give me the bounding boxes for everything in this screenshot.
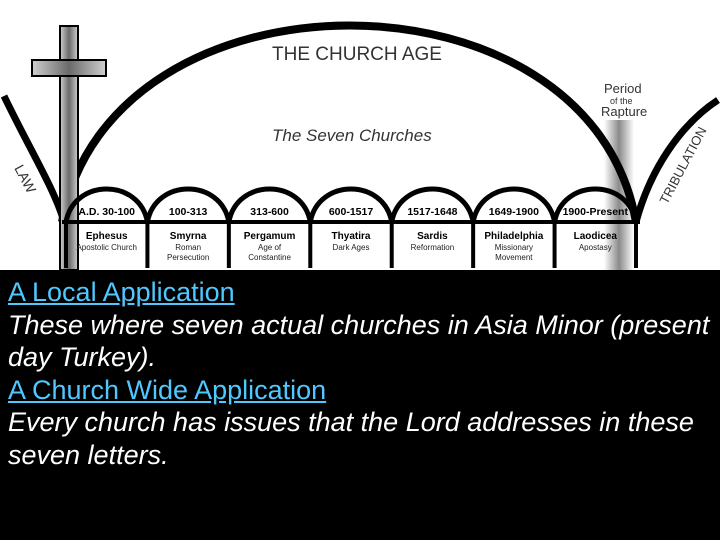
church-name: Pergamum — [244, 231, 296, 242]
church-description: Movement — [495, 253, 533, 262]
law-arc — [0, 94, 68, 223]
small-arch-1 — [63, 186, 150, 223]
diagram-title: THE CHURCH AGE — [272, 44, 442, 65]
church-description: Age of — [258, 243, 282, 252]
church-date: 313-600 — [250, 206, 289, 218]
church-name: Ephesus — [86, 231, 128, 242]
heading-local-application[interactable]: A Local Application — [8, 277, 235, 307]
tribulation-label: TRIBULATION — [656, 124, 709, 206]
rapture-line2: of the — [610, 96, 633, 106]
church-description: Missionary — [495, 243, 533, 252]
church-description: Roman — [175, 243, 201, 252]
text-block: A Local Application These where seven ac… — [8, 276, 714, 471]
tribulation-arc — [632, 97, 720, 223]
church-name: Sardis — [417, 231, 448, 242]
small-arch-7 — [552, 186, 639, 223]
body-local-application: These where seven actual churches in Asi… — [8, 309, 710, 373]
rapture-line1: Period — [604, 81, 642, 96]
church-description: Apostasy — [579, 243, 612, 252]
church-name: Thyatira — [332, 231, 371, 242]
church-description: Constantine — [248, 253, 291, 262]
body-church-wide-application: Every church has issues that the Lord ad… — [8, 407, 694, 470]
small-arch-4 — [307, 186, 395, 223]
church-date: 1517-1648 — [407, 206, 457, 218]
heading-church-wide-application[interactable]: A Church Wide Application — [8, 374, 327, 405]
church-name: Smyrna — [170, 231, 207, 242]
church-description: Dark Ages — [333, 243, 370, 252]
small-arch-6 — [470, 186, 558, 223]
rapture-line3: Rapture — [601, 104, 647, 119]
church-description: Persecution — [167, 253, 209, 262]
church-name: Philadelphia — [484, 231, 543, 242]
diagram-subtitle: The Seven Churches — [272, 126, 432, 145]
small-arches — [63, 186, 639, 268]
church-date: 100-313 — [169, 206, 208, 218]
cross-icon — [31, 25, 107, 270]
church-date: 600-1517 — [329, 206, 374, 218]
small-arch-2 — [144, 186, 232, 223]
church-date: A.D. 30-100 — [78, 206, 135, 218]
small-arch-5 — [389, 186, 476, 223]
church-date: 1649-1900 — [489, 206, 539, 218]
church-age-arch — [58, 21, 640, 223]
law-label: LAW — [11, 162, 39, 197]
church-description: Apostolic Church — [76, 243, 136, 252]
church-description: Reformation — [411, 243, 455, 252]
church-date: 1900-Present — [563, 206, 629, 218]
church-name: Laodicea — [574, 231, 618, 242]
small-arch-3 — [226, 186, 313, 223]
